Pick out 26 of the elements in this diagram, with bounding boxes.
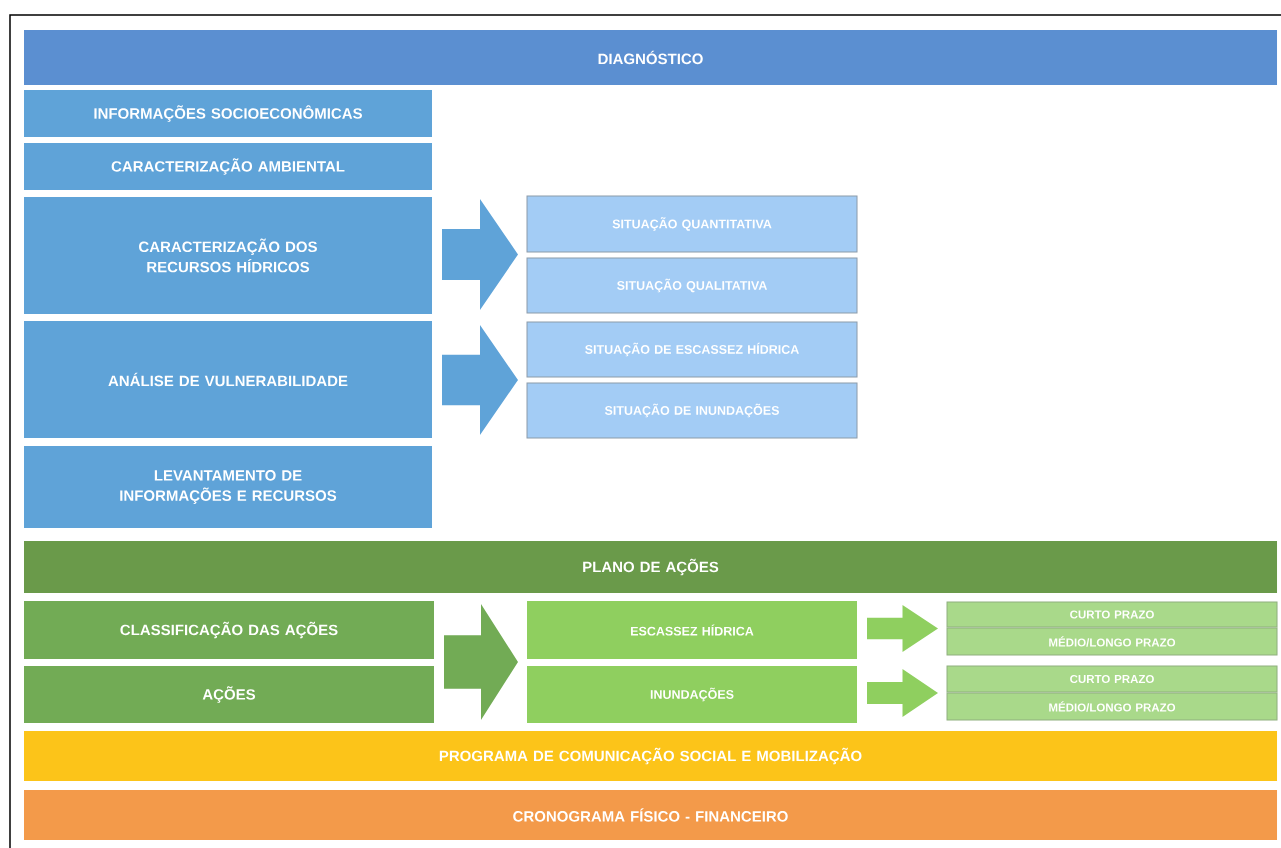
category-box: CARACTERIZAÇÃO DOS RECURSOS HÍDRICOS	[24, 197, 432, 314]
footer-band: CRONOGRAMA FÍSICO - FINANCEIRO	[24, 790, 1277, 840]
term-box: MÉDIO/LONGO PRAZO	[946, 627, 1278, 656]
category-box: INFORMAÇÕES SOCIOECONÔMICAS	[24, 90, 432, 137]
result-box: SITUAÇÃO DE ESCASSEZ HÍDRICA	[526, 321, 858, 378]
category-box: ANÁLISE DE VULNERABILIDADE	[24, 321, 432, 438]
block-arrow	[444, 604, 518, 720]
result-box: SITUAÇÃO DE INUNDAÇÕES	[526, 382, 858, 439]
category-box: CLASSIFICAÇÃO DAS AÇÕES	[24, 601, 434, 659]
result-box: INUNDAÇÕES	[527, 666, 857, 723]
header-band: PLANO DE AÇÕES	[24, 541, 1277, 593]
block-arrow	[442, 199, 518, 310]
block-arrow	[442, 325, 518, 435]
category-box: CARACTERIZAÇÃO AMBIENTAL	[24, 143, 432, 190]
footer-band: PROGRAMA DE COMUNICAÇÃO SOCIAL E MOBILIZAÇÃO	[24, 731, 1277, 781]
category-box: LEVANTAMENTO DE INFORMAÇÕES E RECURSOS	[24, 446, 432, 528]
term-box: MÉDIO/LONGO PRAZO	[946, 692, 1278, 721]
term-box: CURTO PRAZO	[946, 665, 1278, 693]
result-box: ESCASSEZ HÍDRICA	[527, 601, 857, 659]
block-arrow	[867, 669, 938, 717]
term-box: CURTO PRAZO	[946, 601, 1278, 628]
category-box: AÇÕES	[24, 666, 434, 723]
block-arrow	[867, 605, 938, 652]
result-box: SITUAÇÃO QUANTITATIVA	[526, 195, 858, 253]
header-band: DIAGNÓSTICO	[24, 30, 1277, 85]
result-box: SITUAÇÃO QUALITATIVA	[526, 257, 858, 314]
